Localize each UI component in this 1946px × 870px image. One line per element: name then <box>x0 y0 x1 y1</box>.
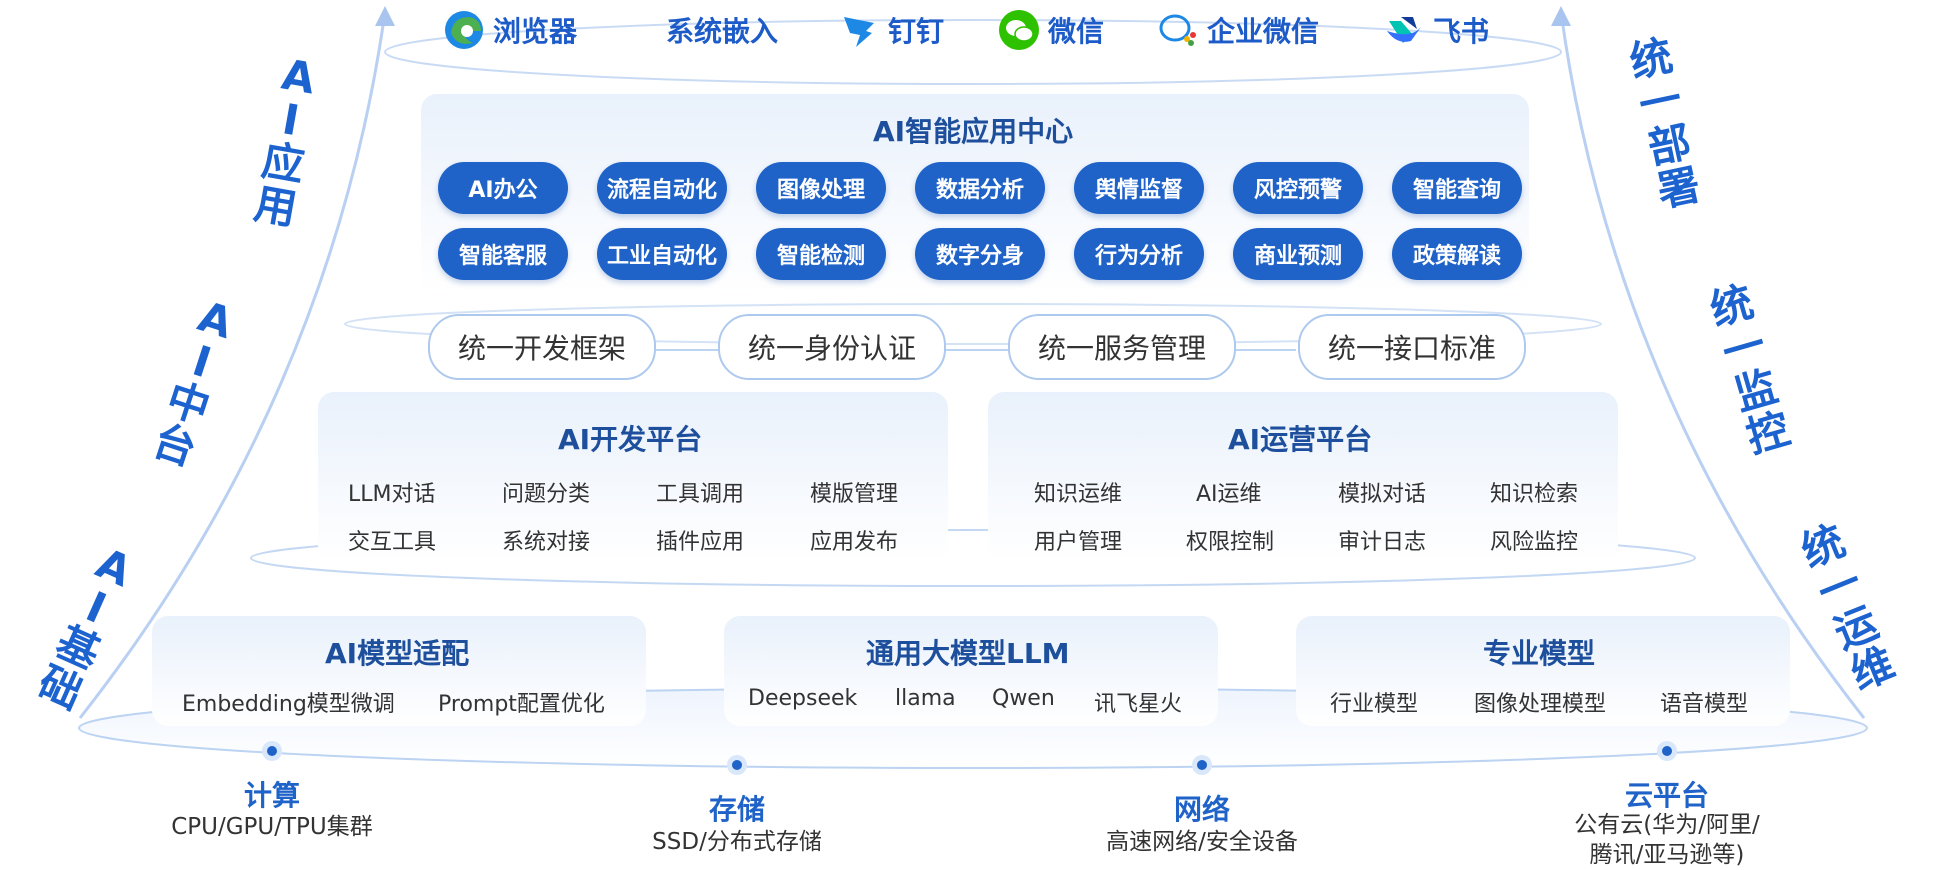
app-pill[interactable]: 政策解读 <box>1392 228 1522 280</box>
infra-dot <box>267 746 277 756</box>
infra-desc-compute: CPU/GPU/TPU集群 <box>171 814 373 840</box>
entry-label: 钉钉 <box>888 15 945 48</box>
ops-platform-item: 权限控制 <box>1186 530 1275 555</box>
dev-platform-item: 工具调用 <box>656 482 745 507</box>
infra-dot <box>732 760 742 770</box>
infra-desc-storage: SSD/分布式存储 <box>652 829 822 855</box>
ai-dev-platform-title: AI开发平台 <box>558 423 703 456</box>
feishu-icon <box>1383 9 1425 51</box>
general-llm-title: 通用大模型LLM <box>866 637 1070 670</box>
wecom-icon <box>1157 9 1199 51</box>
entry-wecom[interactable]: 企业微信 <box>1157 8 1319 52</box>
pro-model-title: 专业模型 <box>1483 637 1596 670</box>
entry-dingtalk[interactable]: 钉钉 <box>838 8 944 52</box>
ai-model-adapt-panel <box>152 616 646 726</box>
pro-model-item: 语音模型 <box>1660 692 1749 717</box>
model-adapt-item: Embedding模型微调 <box>182 692 395 717</box>
app-pill[interactable]: 流程自动化 <box>597 162 727 214</box>
entry-wechat[interactable]: 微信 <box>998 8 1104 52</box>
dev-platform-item: 系统对接 <box>502 530 591 555</box>
app-pill[interactable]: 行为分析 <box>1074 228 1204 280</box>
model-adapt-item: Prompt配置优化 <box>438 692 605 717</box>
pro-model-item: 图像处理模型 <box>1474 692 1607 717</box>
infra-title-cloud: 云平台 <box>1624 779 1709 812</box>
infra-dot <box>1197 760 1207 770</box>
infra-desc-cloud: 公有云(华为/阿里/ 腾讯/亚马逊等) <box>1574 812 1760 868</box>
ops-platform-item: 知识检索 <box>1490 482 1579 507</box>
entry-feishu[interactable]: 飞书 <box>1383 8 1489 52</box>
general-llm-item: Qwen <box>992 686 1055 711</box>
ai-dev-platform-panel <box>318 392 948 562</box>
ops-platform-item: 审计日志 <box>1338 530 1427 555</box>
general-llm-item: Deepseek <box>748 686 858 711</box>
app-pill[interactable]: 数据分析 <box>915 162 1045 214</box>
general-llm-panel <box>724 616 1218 726</box>
ops-platform-item: AI运维 <box>1196 482 1262 507</box>
ops-platform-item: 模拟对话 <box>1338 482 1427 507</box>
entry-label: 企业微信 <box>1207 15 1320 48</box>
infra-title-network: 网络 <box>1173 793 1230 826</box>
entry-system-embed[interactable]: 系统嵌入 <box>666 8 778 52</box>
entry-label: 飞书 <box>1433 15 1490 48</box>
dev-platform-item: 应用发布 <box>810 530 899 555</box>
app-pill[interactable]: 数字分身 <box>915 228 1045 280</box>
ops-platform-item: 知识运维 <box>1034 482 1123 507</box>
app-pill[interactable]: 工业自动化 <box>597 228 727 280</box>
app-pill[interactable]: 智能检测 <box>756 228 886 280</box>
ai-app-center-title: AI智能应用中心 <box>873 115 1074 148</box>
dev-platform-item: 交互工具 <box>348 530 437 555</box>
entry-label: 系统嵌入 <box>666 15 779 48</box>
dev-platform-item: LLM对话 <box>348 482 436 507</box>
ops-platform-item: 用户管理 <box>1034 530 1123 555</box>
ops-platform-item: 风险监控 <box>1490 530 1579 555</box>
entry-browser[interactable]: 浏览器 <box>443 8 577 52</box>
ai-ops-platform-panel <box>988 392 1618 562</box>
app-pill[interactable]: 商业预测 <box>1233 228 1363 280</box>
unified-service-mgmt: 统一服务管理 <box>1008 314 1236 380</box>
edge-browser-icon <box>443 9 485 51</box>
dev-platform-item: 模版管理 <box>810 482 899 507</box>
unified-identity-auth: 统一身份认证 <box>718 314 946 380</box>
infra-dot <box>1662 746 1672 756</box>
pro-model-item: 行业模型 <box>1330 692 1419 717</box>
dev-platform-item: 插件应用 <box>656 530 745 555</box>
infra-desc-network: 高速网络/安全设备 <box>1106 829 1298 855</box>
ai-model-adapt-title: AI模型适配 <box>325 637 470 670</box>
dev-platform-item: 问题分类 <box>502 482 591 507</box>
app-pill[interactable]: 风控预警 <box>1233 162 1363 214</box>
general-llm-item: 讯飞星火 <box>1094 692 1183 717</box>
unified-interface-std: 统一接口标准 <box>1298 314 1526 380</box>
general-llm-item: llama <box>895 686 956 711</box>
wechat-icon <box>998 9 1040 51</box>
app-pill[interactable]: 图像处理 <box>756 162 886 214</box>
dingtalk-icon <box>838 9 880 51</box>
app-pill[interactable]: 智能查询 <box>1392 162 1522 214</box>
entry-label: 浏览器 <box>493 15 578 48</box>
pro-model-panel <box>1296 616 1790 726</box>
app-pill[interactable]: 舆情监督 <box>1074 162 1204 214</box>
entry-label: 微信 <box>1048 15 1105 48</box>
infra-title-storage: 存储 <box>708 793 765 826</box>
ai-ops-platform-title: AI运营平台 <box>1228 423 1373 456</box>
app-pill[interactable]: 智能客服 <box>438 228 568 280</box>
infra-title-compute: 计算 <box>243 779 300 812</box>
unified-dev-framework: 统一开发框架 <box>428 314 656 380</box>
app-pill[interactable]: AI办公 <box>438 162 568 214</box>
